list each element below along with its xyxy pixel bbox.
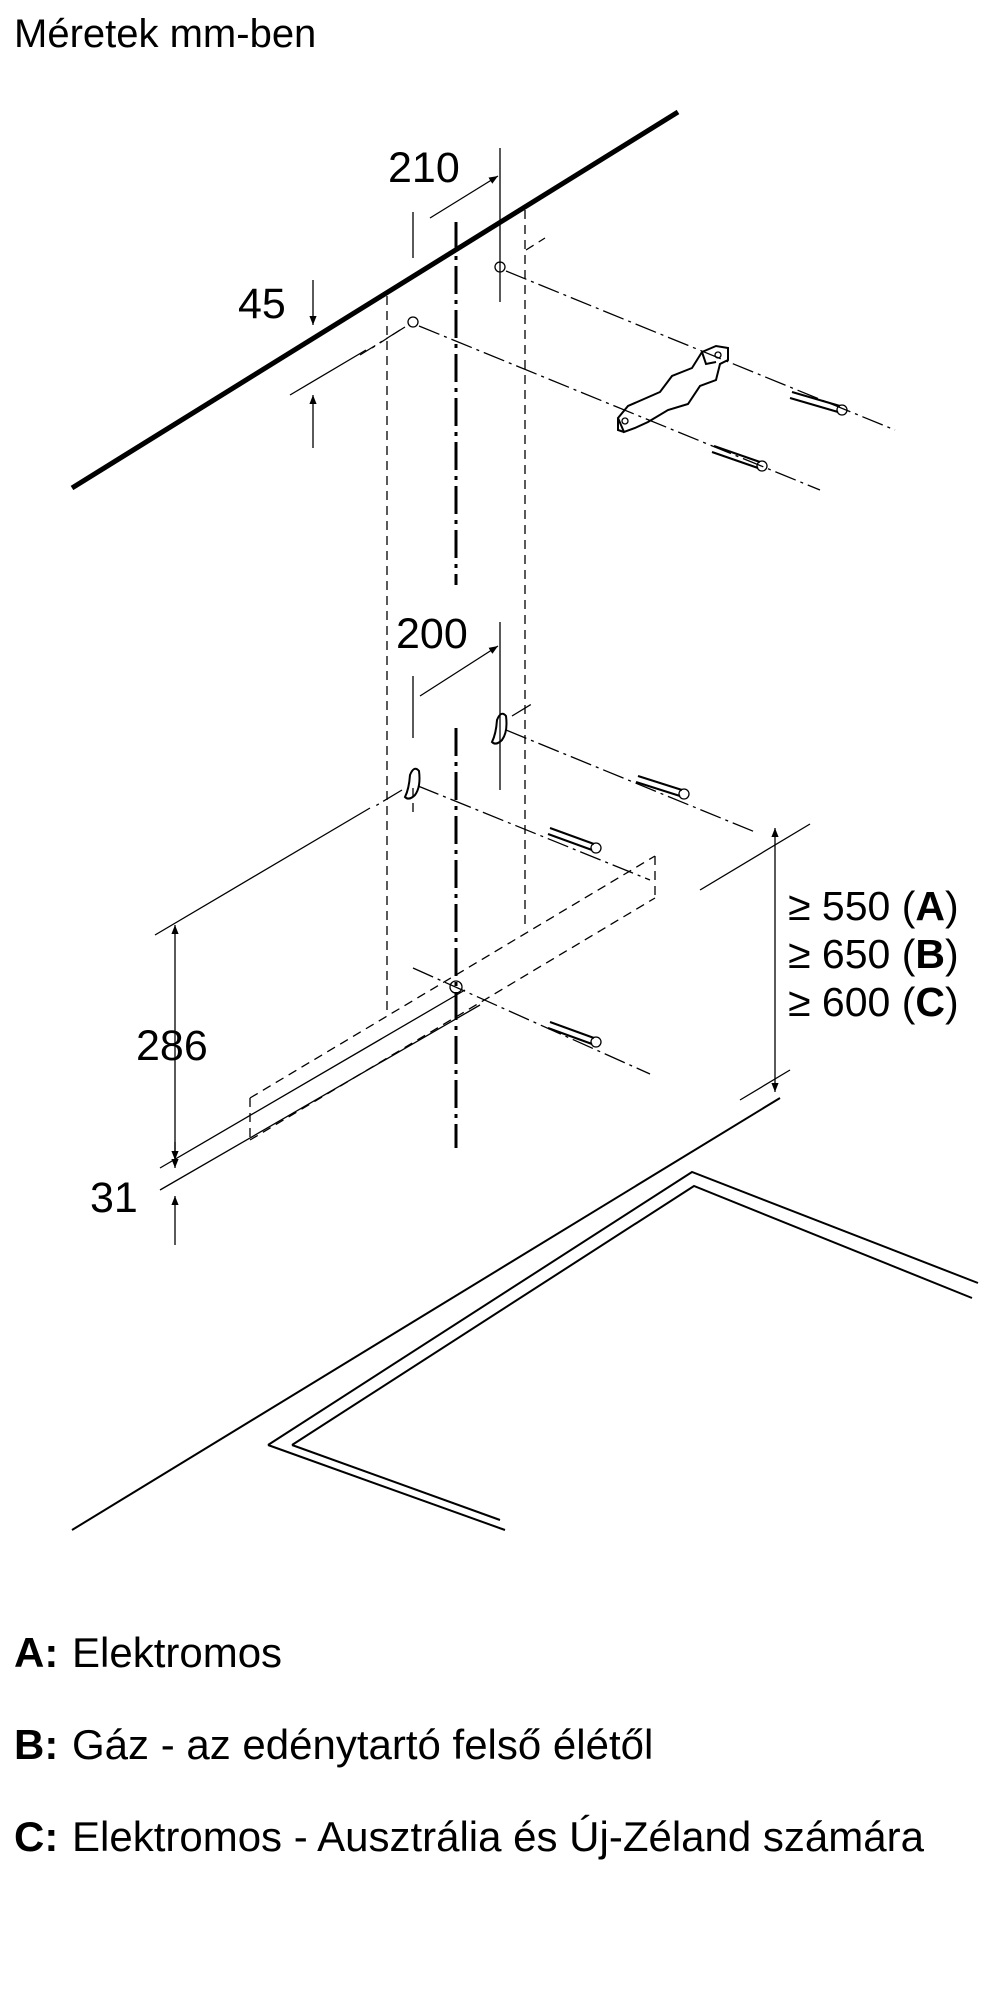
distance-requirements: ≥ 550 (A) ≥ 650 (B) ≥ 600 (C) — [788, 883, 959, 1025]
requirement-a: ≥ 550 (A) — [788, 883, 959, 929]
hob-worktop — [71, 1097, 979, 1531]
legend-key: B: — [14, 1721, 59, 1768]
dimension-200-label: 200 — [396, 610, 468, 658]
screw-icon — [547, 1021, 602, 1048]
screw-icon — [711, 445, 768, 472]
lower-fixing-hole — [412, 967, 651, 1075]
hob-distance-dimension — [739, 828, 791, 1101]
dimension-286: 286 — [136, 925, 208, 1160]
upper-bracket-icon — [616, 344, 729, 434]
chimney-outline — [386, 210, 526, 1016]
legend-key: A: — [14, 1629, 59, 1676]
page-title: Méretek mm-ben — [14, 12, 317, 56]
screw-icon — [547, 827, 602, 854]
top-fixing-holes — [359, 237, 896, 491]
dimension-286-label: 286 — [136, 1022, 208, 1070]
legend-item-a: A: Elektromos — [14, 1628, 984, 1678]
legend-text: Elektromos - Ausztrália és Új-Zéland szá… — [72, 1813, 924, 1860]
installation-dimensions-diagram: 210 45 200 — [70, 109, 979, 1531]
dimension-210: 210 — [388, 144, 501, 302]
requirement-b: ≥ 650 (B) — [788, 931, 959, 977]
legend-key: C: — [14, 1813, 59, 1860]
dimension-200: 200 — [396, 610, 501, 790]
legend: A: Elektromos B: Gáz - az edénytartó fel… — [14, 1628, 984, 1904]
screw-icon — [789, 391, 848, 416]
requirement-c: ≥ 600 (C) — [788, 979, 959, 1025]
ceiling-line — [70, 109, 680, 491]
screw-icon — [635, 775, 690, 800]
dimension-45: 45 — [238, 280, 367, 448]
legend-text: Gáz - az edénytartó felső élétől — [72, 1721, 654, 1768]
legend-item-c: C: Elektromos - Ausztrália és Új-Zéland … — [14, 1812, 984, 1862]
dimension-45-label: 45 — [238, 280, 286, 328]
legend-text: Elektromos — [72, 1629, 283, 1676]
bracket-lines — [371, 701, 756, 881]
hood-front-edges — [154, 807, 811, 1191]
dimension-210-label: 210 — [388, 144, 460, 192]
dimension-31: 31 — [90, 1142, 179, 1245]
keyhole-bracket-icon — [403, 712, 508, 818]
legend-item-b: B: Gáz - az edénytartó felső élétől — [14, 1720, 984, 1770]
dimension-31-label: 31 — [90, 1174, 138, 1222]
